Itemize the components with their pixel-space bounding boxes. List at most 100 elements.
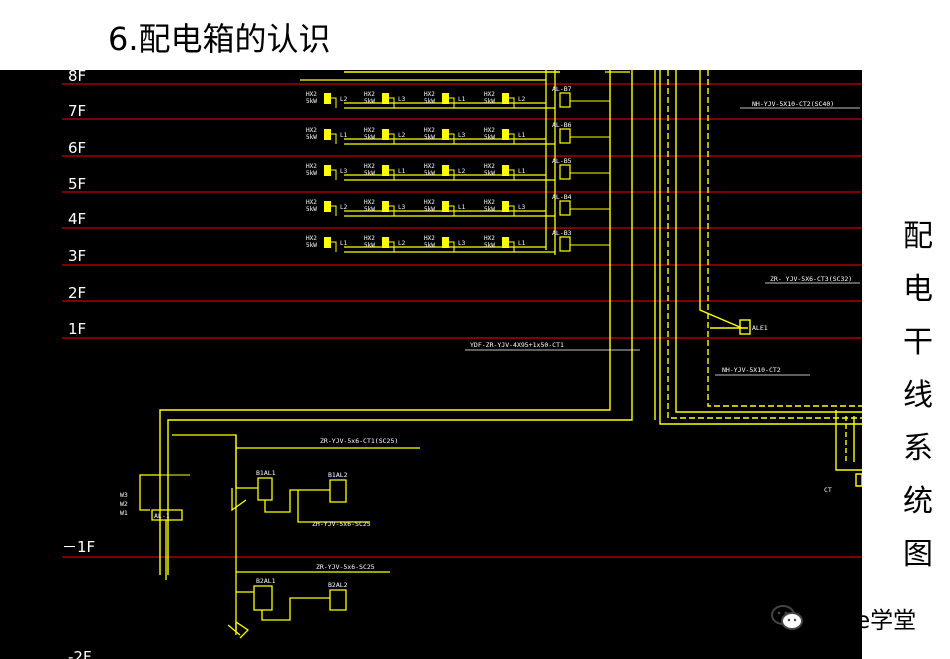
load-tag-top: HX2 [306,163,317,170]
floor-label-3f: 3F [68,247,87,265]
distribution-box [559,164,571,180]
phase-label: L1 [518,240,526,247]
distribution-box [559,236,571,252]
floor-label-4f: 4F [68,210,87,228]
phase-label: L2 [340,204,348,211]
load-unit [442,129,449,140]
load-unit [502,93,509,104]
load-tag-top: HX2 [424,199,435,206]
load-unit [324,201,331,212]
load-tag-bottom: 5kW [364,98,375,105]
load-unit [442,201,449,212]
wire-label-w3: W3 [120,491,128,499]
page-title: 6.配电箱的认识 [108,20,331,58]
load-tag-top: HX2 [306,199,317,206]
load-unit [324,129,331,140]
cable-label-zr-mid: ZR- YJV-5X6-CT3(SC32) [770,275,852,283]
load-tag-top: HX2 [424,163,435,170]
phase-label: L1 [398,168,406,175]
load-tag-bottom: 5kW [306,170,317,177]
load-tag-bottom: 5kW [364,170,375,177]
box-label-al-b4: AL-B4 [552,193,572,201]
branch-feeders [300,70,630,255]
load-tag-bottom: 5kW [306,98,317,105]
phase-label: L1 [340,240,348,247]
load-unit [324,165,331,176]
phase-label: L2 [398,132,406,139]
box-label-al-b3: AL-B3 [552,229,572,237]
box-label-al-b5: AL-B5 [552,157,572,165]
box-label-b1al2: B1AL2 [328,471,348,479]
load-tag-top: HX2 [364,235,375,242]
wechat-icon [771,605,803,630]
load-tag-top: HX2 [364,199,375,206]
phase-label: L3 [340,168,348,175]
phase-label: L2 [340,96,348,103]
load-tag-bottom: 5kW [364,206,375,213]
basement-distribution [139,434,420,639]
load-unit [324,237,331,248]
watermark-text: 电工e学堂 [810,608,917,634]
box-label-b1al1: B1AL1 [256,469,276,477]
load-unit [442,93,449,104]
load-tag-bottom: 5kW [424,242,435,249]
floor-label-6f: 6F [68,139,87,157]
cable-label-ct: CT [824,486,832,494]
side-title: 配 电 干 线 系 统 图 [896,210,940,581]
cable-label-zr-b2: ZR-YJV-5x6-SC25 [316,563,375,571]
load-tag-bottom: 5kW [306,134,317,141]
floor-label-8f: 8F [68,70,87,85]
phase-label: L3 [518,204,526,211]
phase-label: L1 [518,168,526,175]
phase-label: L1 [340,132,348,139]
phase-label: L1 [458,96,466,103]
wire-label-w1: W1 [120,509,128,517]
side-title-char: 图 [903,537,933,572]
cable-label-zh-b1: ZH-YJV-5x6-SC25 [312,520,371,528]
load-unit [382,201,389,212]
side-title-char: 统 [903,484,933,519]
side-title-char: 系 [903,431,933,466]
distribution-box [559,200,571,216]
load-unit [502,129,509,140]
floor-label-7f: 7F [68,102,87,120]
side-title-char: 配 [903,219,933,254]
wire-label-w2: W2 [120,500,128,508]
cable-label-nh-top: NH-YJV-5X10-CT2(SC40) [752,100,834,108]
phase-label: L1 [518,132,526,139]
floor-lines [62,83,862,558]
load-tag-bottom: 5kW [484,170,495,177]
load-tag-bottom: 5kW [484,134,495,141]
load-tag-bottom: 5kW [484,98,495,105]
box-label-al-1: AL-1 [154,512,170,520]
load-tag-top: HX2 [364,91,375,98]
phase-label: L3 [458,132,466,139]
side-title-char: 电 [903,272,933,307]
cable-label-zr-b1: ZR-YJV-5x6-CT1(SC25) [320,437,398,445]
load-unit [442,237,449,248]
load-tag-top: HX2 [484,199,495,206]
load-tag-bottom: 5kW [364,134,375,141]
load-tag-top: HX2 [484,127,495,134]
load-tag-bottom: 5kW [424,206,435,213]
load-unit [382,129,389,140]
load-unit [502,165,509,176]
floor-label-2f: 2F [68,284,87,302]
floor-label-1f: 1F [68,320,87,338]
load-tag-top: HX2 [424,235,435,242]
load-tag-top: HX2 [484,235,495,242]
side-title-char: 干 [903,325,933,360]
load-tag-top: HX2 [484,163,495,170]
load-unit [442,165,449,176]
load-tag-top: HX2 [364,127,375,134]
floor-label-b1: －1F [62,538,96,556]
load-tag-top: HX2 [424,91,435,98]
